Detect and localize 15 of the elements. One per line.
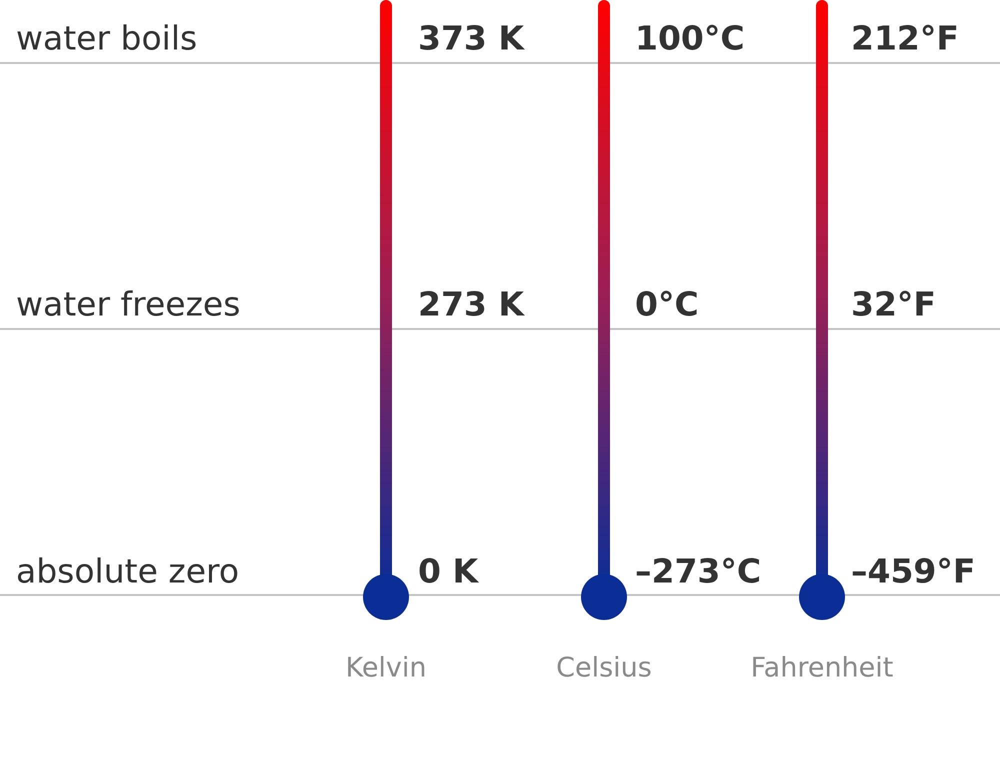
temperature-value: 0°C: [635, 288, 699, 320]
temperature-value: 32°F: [851, 288, 936, 320]
temperature-value: –459°F: [851, 554, 976, 588]
row-label: water boils: [16, 22, 198, 54]
scale-name: Fahrenheit: [750, 654, 894, 682]
temperature-value: 273 K: [418, 288, 524, 320]
temperature-value: 212°F: [851, 22, 959, 54]
scale-name: Kelvin: [345, 654, 427, 682]
temperature-value: 0 K: [418, 554, 478, 588]
temperature-value: 373 K: [418, 22, 524, 54]
scale-name: Celsius: [556, 654, 652, 682]
temperature-value: 100°C: [635, 22, 745, 54]
temperature-value: –273°C: [635, 554, 762, 588]
row-label: absolute zero: [16, 554, 240, 588]
row-label: water freezes: [16, 288, 240, 320]
